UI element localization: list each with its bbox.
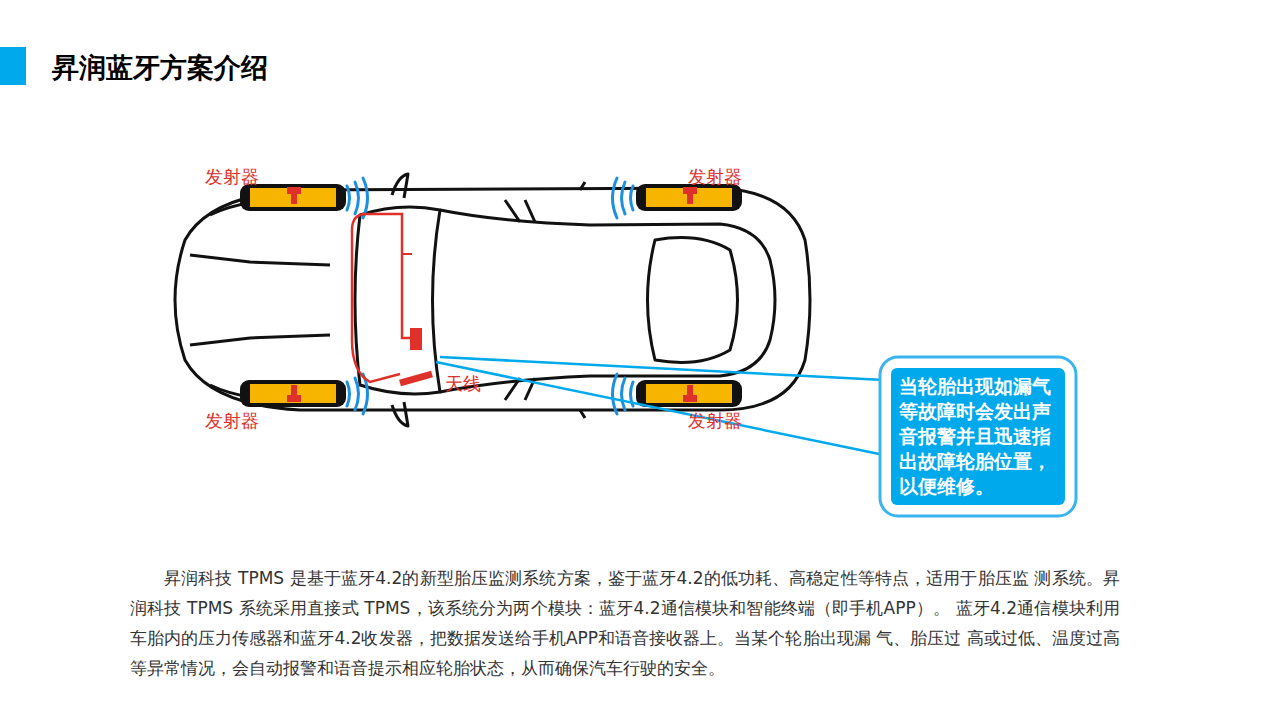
- signal-waves: [347, 178, 633, 414]
- antenna-label: 天线: [445, 372, 481, 396]
- transmitter-label: 发射器: [205, 165, 259, 189]
- callout-box: 当轮胎出现如漏气 等故障时会发出声 音报警并且迅速指 出故障轮胎位置， 以便维修…: [891, 368, 1065, 505]
- antenna-wire: [352, 214, 432, 383]
- transmitter-label: 发射器: [205, 409, 259, 433]
- title-marker: [0, 47, 26, 85]
- transmitter-label: 发射器: [688, 409, 742, 433]
- car-body: [175, 174, 810, 426]
- description-paragraph: 昇润科技 TPMS 是基于蓝牙4.2的新型胎压监测系统方案，鉴于蓝牙4.2的低功…: [130, 563, 1120, 683]
- callout-text: 当轮胎出现如漏气 等故障时会发出声 音报警并且迅速指 出故障轮胎位置， 以便维修…: [899, 374, 1057, 499]
- callout-pointer: [436, 357, 1076, 516]
- page-title: 昇润蓝牙方案介绍: [52, 50, 268, 86]
- sensors: [287, 187, 697, 402]
- transmitter-label: 发射器: [688, 165, 742, 189]
